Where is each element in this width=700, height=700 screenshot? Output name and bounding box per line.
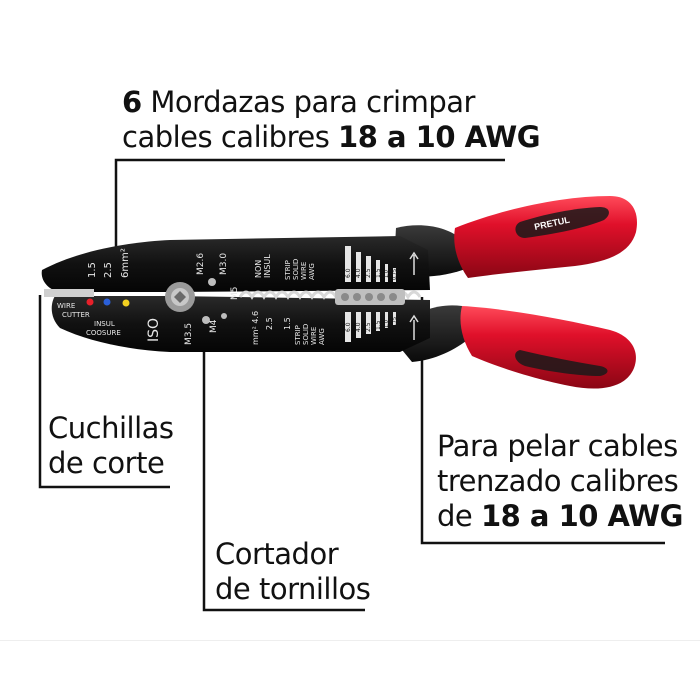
scale-bottom-0: 6.0 xyxy=(345,322,352,332)
bolt-m3-5: M3.5 xyxy=(184,323,194,345)
label-wire: WIRE xyxy=(57,302,75,310)
gauge-1-5: 1.5 xyxy=(87,262,98,278)
leader-left xyxy=(38,295,170,489)
callout-strip-line1: Para pelar cables xyxy=(437,429,678,463)
bolt-m2-6: M2.6 xyxy=(196,253,206,275)
callout-crimp-text2: cables calibres xyxy=(122,120,339,154)
non-label: NON xyxy=(254,260,263,278)
scale-top-3: 1.5 xyxy=(375,268,382,278)
scale-bottom-3: 1.5 xyxy=(375,320,382,330)
mm2-lower-0: mm² 4.6 xyxy=(251,311,260,345)
callout-strip-line3-pre: de xyxy=(437,499,481,533)
dot-red xyxy=(86,298,94,306)
strip-top-3: AWG xyxy=(308,263,316,280)
mm2-lower-1: 2.5 xyxy=(265,317,274,330)
callout-strip-awg: 18 a 10 AWG xyxy=(480,499,684,533)
lower-handle xyxy=(396,305,636,389)
callout-leader-lines xyxy=(38,158,665,612)
scale-top-2: 2.5 xyxy=(365,268,372,278)
dot-blue xyxy=(103,298,111,306)
insul-label: INSUL xyxy=(263,254,272,278)
bolt-m5: M5 xyxy=(230,287,240,301)
callout-crimp-jaws: 6 Mordazas para crimpar cables calibres … xyxy=(122,85,541,155)
scale-bottom-5: 0.75 xyxy=(392,317,398,328)
strip-bottom-3: AWG xyxy=(318,328,326,345)
label-cutter: CUTTER xyxy=(62,311,90,319)
leader-top xyxy=(114,158,505,262)
leader-right xyxy=(420,297,665,545)
label-iso: ISO xyxy=(146,318,162,342)
upper-handle: PRETUL xyxy=(394,196,637,278)
scale-top-4: 1.0 xyxy=(384,270,390,278)
strip-bottom-2: WIRE xyxy=(310,327,318,345)
bolt-m4: M4 xyxy=(209,319,219,333)
tool-markings: 1.5 2.5 6mm² WIRE CUTTER INSUL COOSURE I… xyxy=(57,248,398,345)
callout-wire-stripper: Para pelar cables trenzado calibres de 1… xyxy=(437,429,683,534)
gauge-6mm2: 6mm² xyxy=(120,248,131,278)
strip-bottom-0: STRIP xyxy=(294,325,302,345)
tool-body xyxy=(41,236,430,352)
leader-bottom xyxy=(202,338,365,612)
bolt-m3-0: M3.0 xyxy=(219,253,229,275)
strip-top-0: STRIP xyxy=(284,260,292,280)
scale-bottom-1: 4.0 xyxy=(355,322,362,332)
scale-top-0: 6.0 xyxy=(345,268,352,278)
callout-crimp-count: 6 xyxy=(122,85,142,119)
dot-yellow xyxy=(122,299,130,307)
footer-divider xyxy=(0,640,700,641)
callout-bolt-cutter: Cortador de tornillos xyxy=(215,537,371,607)
cutting-edge xyxy=(44,289,94,297)
callout-crimp-text1: Mordazas para crimpar xyxy=(141,85,475,119)
callout-cutting-line2: de corte xyxy=(48,446,165,480)
callout-crimp-awg: 18 a 10 AWG xyxy=(338,120,541,154)
scale-top-5: 0.75 xyxy=(392,269,398,280)
callout-bolt-line2: de tornillos xyxy=(215,572,371,606)
strip-top-2: WIRE xyxy=(300,262,308,280)
callout-cutting-line1: Cuchillas xyxy=(48,411,174,445)
callout-bolt-line1: Cortador xyxy=(215,537,339,571)
mm2-lower-2: 1.5 xyxy=(283,317,292,330)
label-coosure: COOSURE xyxy=(86,329,121,337)
scale-top-1: 4.0 xyxy=(355,268,362,278)
callout-strip-line2: trenzado calibres xyxy=(437,464,679,498)
gauge-2-5: 2.5 xyxy=(103,262,114,278)
callout-cutting-blades: Cuchillas de corte xyxy=(48,411,174,481)
scale-bottom-2: 2.5 xyxy=(365,322,372,332)
label-insul: INSUL xyxy=(94,320,115,328)
scale-bottom-4: 1.0 xyxy=(384,320,390,328)
strip-bottom-1: SOLID xyxy=(302,324,310,345)
strip-top-1: SOLID xyxy=(292,259,300,280)
